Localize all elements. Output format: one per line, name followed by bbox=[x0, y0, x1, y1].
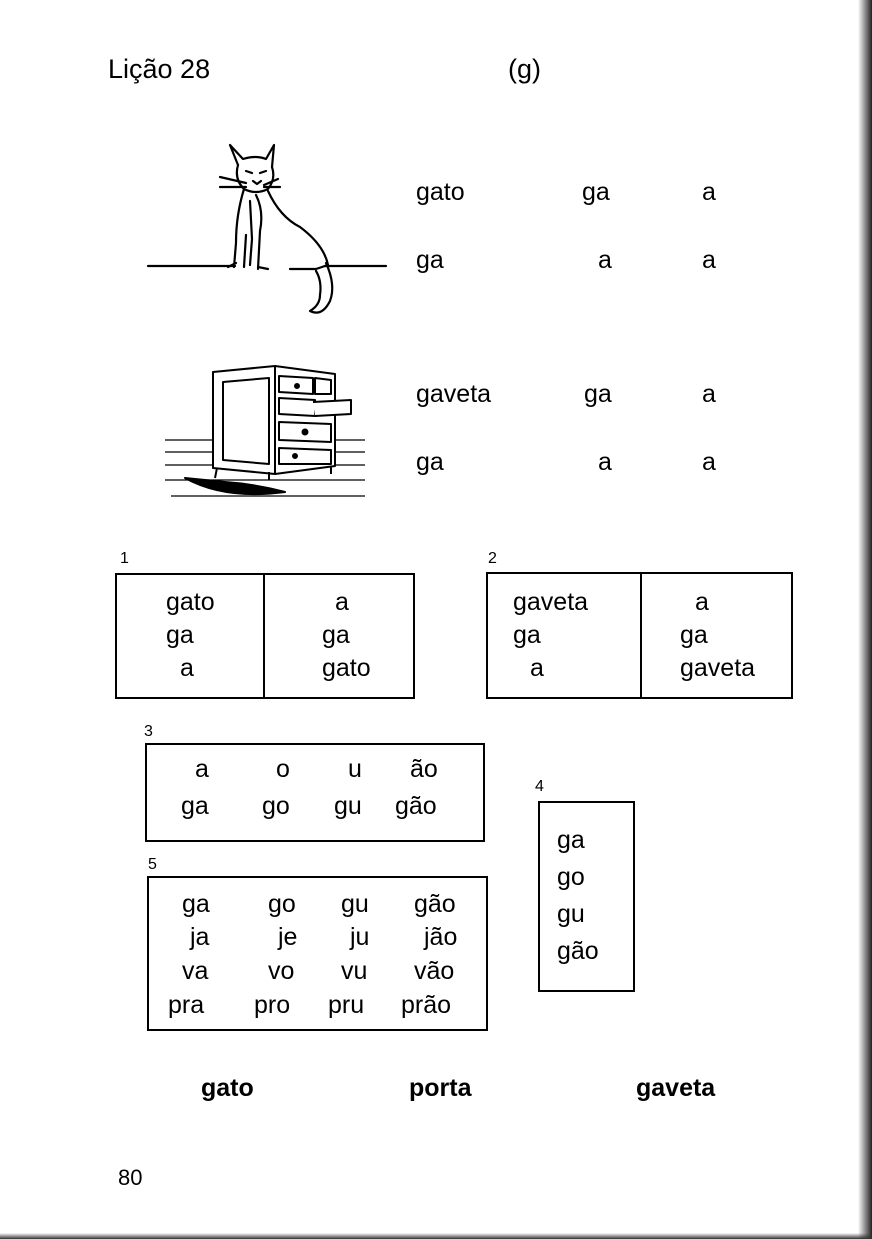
ex3-r1-2: o bbox=[276, 755, 290, 783]
ex5-r2-1: ja bbox=[190, 923, 210, 951]
page-edge-bottom bbox=[0, 1233, 872, 1239]
footer-word-gaveta: gaveta bbox=[636, 1074, 716, 1102]
drawer-word-a-2: a bbox=[598, 448, 612, 476]
ex1-right-3: gato bbox=[322, 654, 371, 682]
cat-word-a: a bbox=[702, 178, 716, 206]
ex5-r2-2: je bbox=[278, 923, 298, 951]
chest-of-drawers-illustration bbox=[165, 365, 365, 497]
ex5-r2-4: jão bbox=[424, 923, 458, 951]
cat-word-gato: gato bbox=[416, 178, 465, 206]
drawer-word-gaveta: gaveta bbox=[416, 380, 492, 408]
ex1-left-3: a bbox=[180, 654, 194, 682]
lesson-letter: (g) bbox=[508, 54, 541, 84]
page-number: 80 bbox=[118, 1165, 143, 1190]
ex5-r4-1: pra bbox=[168, 991, 205, 1019]
cat-word-ga: ga bbox=[582, 178, 610, 206]
ex2-left-1: gaveta bbox=[513, 588, 589, 616]
ex5-r4-4: prão bbox=[401, 991, 452, 1019]
exercise-1-divider bbox=[263, 575, 265, 697]
exercise-5-number: 5 bbox=[148, 856, 157, 873]
exercise-3-number: 3 bbox=[144, 723, 153, 740]
cat-word-a-2: a bbox=[598, 246, 612, 274]
ex5-r2-3: ju bbox=[350, 923, 370, 951]
drawer-word-ga-2: ga bbox=[416, 448, 444, 476]
ex5-r4-2: pro bbox=[254, 991, 291, 1019]
cat-word-a-3: a bbox=[702, 246, 716, 274]
ex5-r1-1: ga bbox=[182, 890, 210, 918]
exercise-2-number: 2 bbox=[488, 550, 497, 567]
ex3-r1-4: ão bbox=[410, 755, 438, 783]
ex5-r3-4: vão bbox=[414, 957, 455, 985]
ex3-r2-4: gão bbox=[395, 792, 437, 820]
footer-word-gato: gato bbox=[201, 1074, 254, 1102]
ex4-item-3: gu bbox=[557, 900, 585, 928]
ex3-r2-2: go bbox=[262, 792, 290, 820]
ex3-r1-1: a bbox=[195, 755, 209, 783]
drawer-word-a-3: a bbox=[702, 448, 716, 476]
exercise-2-box bbox=[486, 572, 793, 699]
ex3-r1-3: u bbox=[348, 755, 362, 783]
ex5-r1-2: go bbox=[268, 890, 296, 918]
drawer-word-ga: ga bbox=[584, 380, 612, 408]
ex2-right-1: a bbox=[695, 588, 709, 616]
ex4-item-4: gão bbox=[557, 937, 599, 965]
ex1-left-1: gato bbox=[166, 588, 215, 616]
ex5-r4-3: pru bbox=[328, 991, 365, 1019]
ex2-left-3: a bbox=[530, 654, 544, 682]
ex2-left-2: ga bbox=[513, 621, 541, 649]
exercise-4-number: 4 bbox=[535, 778, 544, 795]
exercise-4-box bbox=[538, 801, 635, 992]
exercise-5-box bbox=[147, 876, 488, 1031]
exercise-2-divider bbox=[640, 574, 642, 697]
ex1-left-2: ga bbox=[166, 621, 194, 649]
exercise-3-box bbox=[145, 743, 485, 842]
ex1-right-1: a bbox=[335, 588, 349, 616]
exercise-1-box bbox=[115, 573, 415, 699]
ex4-item-1: ga bbox=[557, 826, 585, 854]
ex3-r2-1: ga bbox=[181, 792, 209, 820]
ex5-r1-3: gu bbox=[341, 890, 369, 918]
ex1-right-2: ga bbox=[322, 621, 350, 649]
page-edge-shadow bbox=[858, 0, 872, 1239]
cat-illustration bbox=[146, 143, 388, 314]
ex5-r3-1: va bbox=[182, 957, 209, 985]
drawer-word-a: a bbox=[702, 380, 716, 408]
ex2-right-3: gaveta bbox=[680, 654, 756, 682]
ex5-r1-4: gão bbox=[414, 890, 456, 918]
lesson-title: Lição 28 bbox=[108, 54, 211, 84]
exercise-1-number: 1 bbox=[120, 550, 129, 567]
cat-word-ga-2: ga bbox=[416, 246, 444, 274]
ex3-r2-3: gu bbox=[334, 792, 362, 820]
ex5-r3-3: vu bbox=[341, 957, 368, 985]
footer-word-porta: porta bbox=[409, 1074, 472, 1102]
ex5-r3-2: vo bbox=[268, 957, 295, 985]
ex2-right-2: ga bbox=[680, 621, 708, 649]
ex4-item-2: go bbox=[557, 863, 585, 891]
